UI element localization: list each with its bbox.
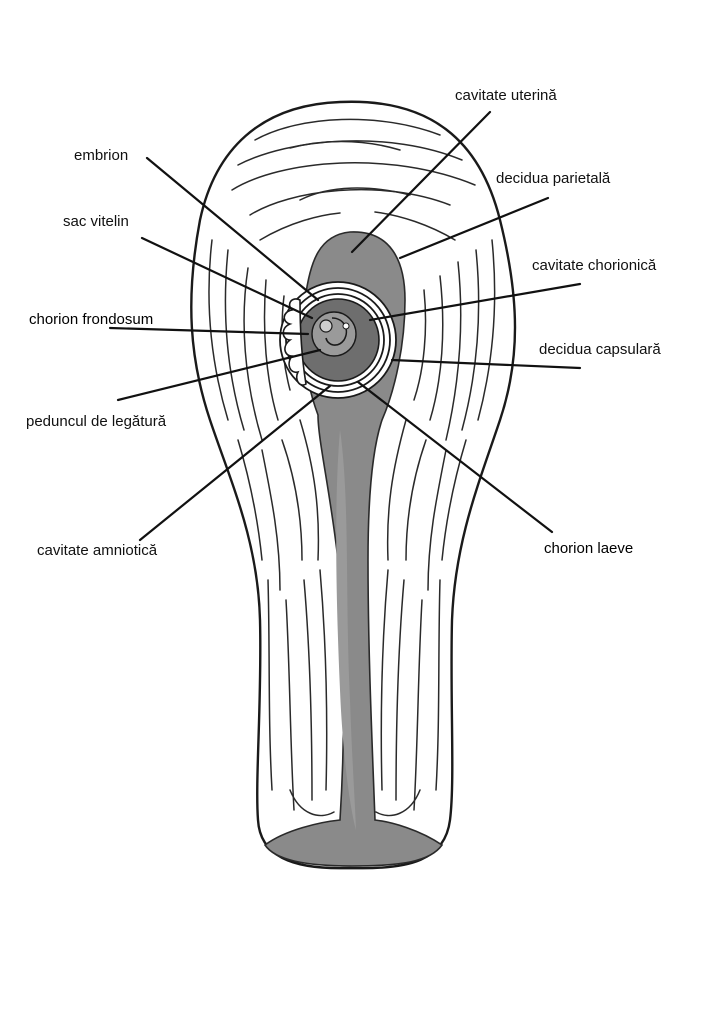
villi xyxy=(282,298,307,386)
label-decidua-capsulara: decidua capsulară xyxy=(539,341,661,358)
label-decidua-parietala: decidua parietală xyxy=(496,170,611,187)
label-cavitate-uterina: cavitate uterină xyxy=(455,87,557,104)
label-embrion: embrion xyxy=(74,147,128,164)
conceptus xyxy=(279,281,397,399)
label-peduncul-de-legatura: peduncul de legătură xyxy=(26,413,167,430)
label-chorion-frondosum: chorion frondosum xyxy=(29,311,153,328)
cavity-lumen xyxy=(336,430,356,830)
label-cavitate-chorionica: cavitate chorionică xyxy=(532,257,657,274)
leader-lines xyxy=(108,110,582,542)
label-cavitate-amniotica: cavitate amniotică xyxy=(37,542,158,559)
uterine-cavity xyxy=(263,231,444,867)
label-chorion-laeve: chorion laeve xyxy=(544,540,633,557)
label-sac-vitelin: sac vitelin xyxy=(63,213,129,230)
